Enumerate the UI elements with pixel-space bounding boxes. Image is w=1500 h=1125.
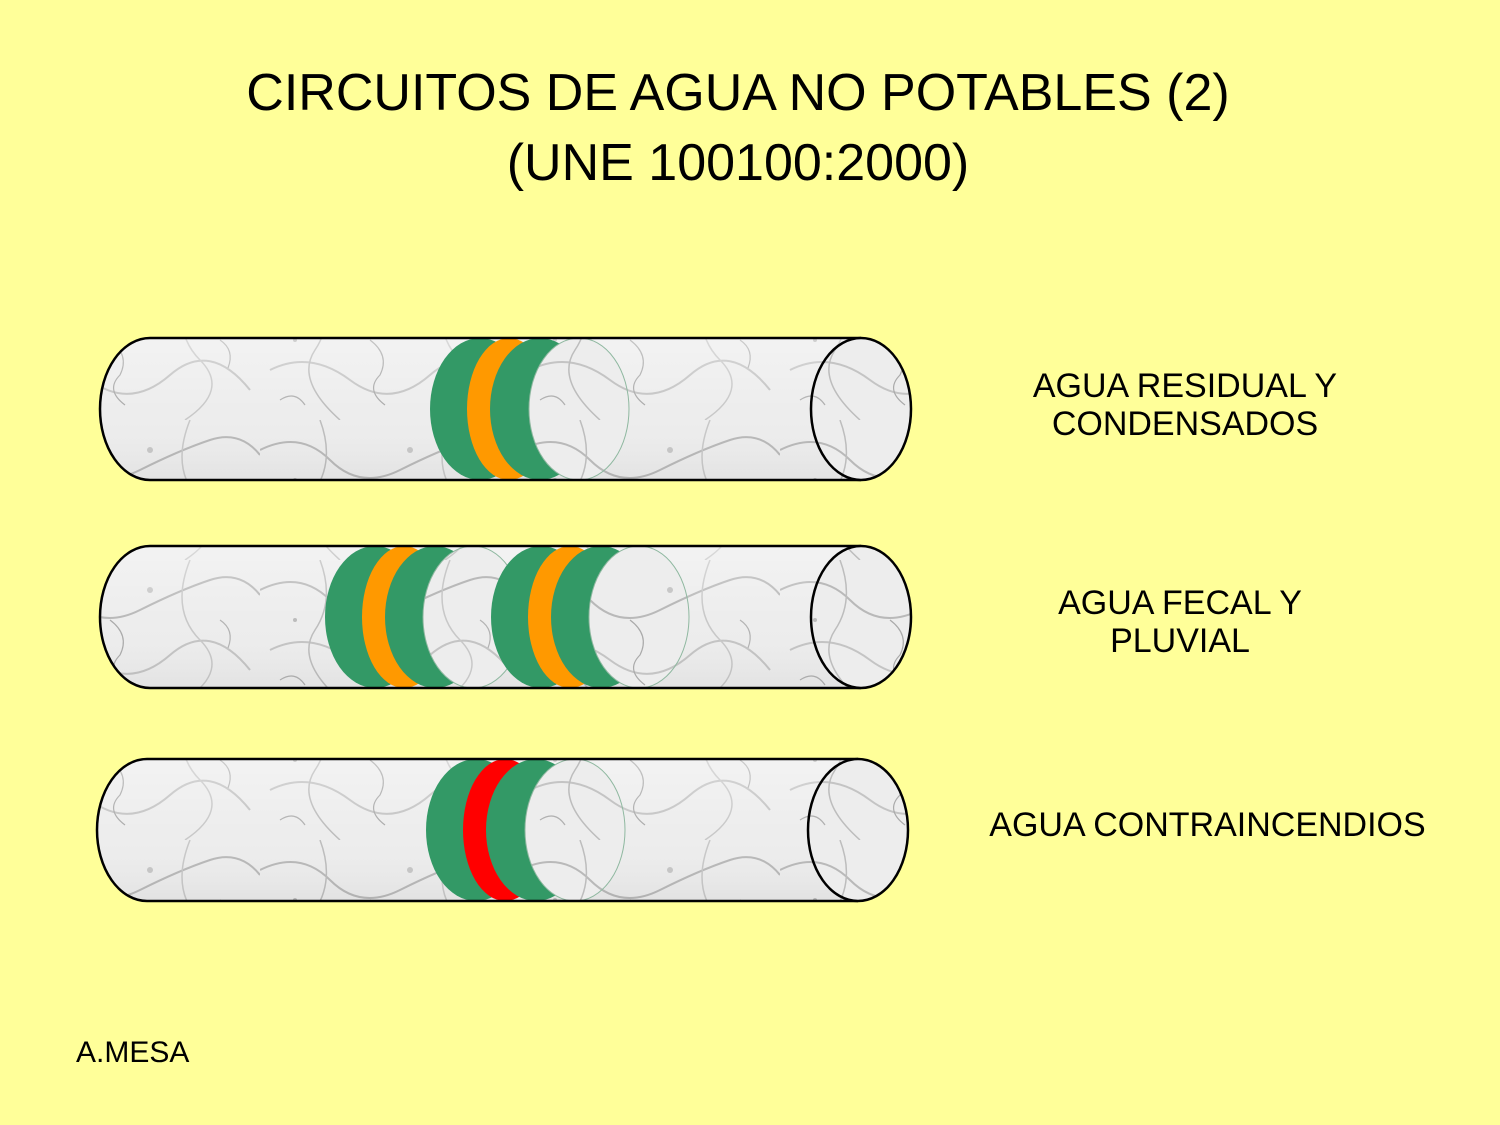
- label-line-1: AGUA CONTRAINCENDIOS: [989, 806, 1426, 844]
- slide-title: CIRCUITOS DE AGUA NO POTABLES (2) (UNE 1…: [0, 58, 1476, 198]
- color-band-group: [430, 338, 630, 480]
- pipe-residual: [98, 336, 913, 482]
- pipe-label-contraincendios: AGUA CONTRAINCENDIOS: [955, 806, 1460, 844]
- title-line-1: CIRCUITOS DE AGUA NO POTABLES (2): [246, 64, 1230, 122]
- pipe-end-cap: [809, 544, 913, 690]
- pipe-label-residual: AGUA RESIDUAL Y CONDENSADOS: [985, 367, 1385, 443]
- pipe-end-cap: [806, 757, 910, 903]
- label-line-2: PLUVIAL: [1110, 622, 1250, 660]
- pipe-label-fecal: AGUA FECAL Y PLUVIAL: [975, 584, 1385, 660]
- label-line-1: AGUA RESIDUAL Y: [1032, 367, 1338, 405]
- pipe-contraincendios: [95, 757, 910, 903]
- title-line-2: (UNE 100100:2000): [506, 134, 970, 192]
- pipe-end-cap: [809, 336, 913, 482]
- author-credit: A.MESA: [76, 1036, 190, 1069]
- color-band-group: [491, 546, 690, 688]
- label-line-1: AGUA FECAL Y: [1058, 584, 1302, 622]
- label-line-2: CONDENSADOS: [1051, 405, 1319, 443]
- pipe-fecal: [98, 544, 913, 690]
- color-band-group: [426, 759, 626, 901]
